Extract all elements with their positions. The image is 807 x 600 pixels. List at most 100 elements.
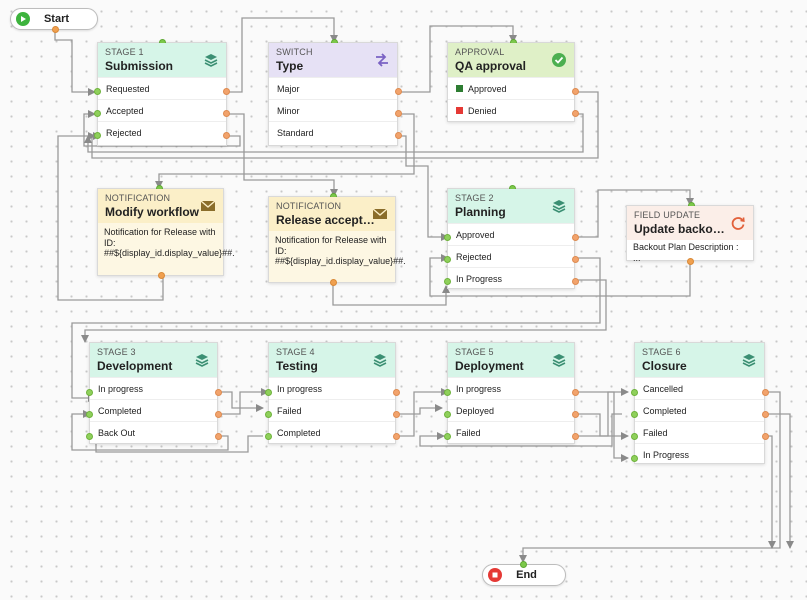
input-port[interactable] <box>86 433 93 440</box>
input-port[interactable] <box>444 433 451 440</box>
input-port[interactable] <box>631 455 638 462</box>
layers-icon <box>552 354 566 367</box>
input-port[interactable] <box>265 389 272 396</box>
notification-modify-workflow-node[interactable]: NOTIFICATION Modify workflow Notificatio… <box>97 185 235 279</box>
node-title: Development <box>97 359 173 373</box>
output-port[interactable] <box>393 411 400 418</box>
output-port[interactable] <box>572 256 579 263</box>
input-port[interactable] <box>444 389 451 396</box>
node-header: STAGE 1 Submission <box>98 43 226 77</box>
connector <box>54 30 96 96</box>
branch-label: Requested <box>106 83 150 94</box>
output-port[interactable] <box>215 389 222 396</box>
stage1-node[interactable]: STAGE 1 Submission Requested Accepted Re… <box>94 39 230 146</box>
notification-release-accepted-node[interactable]: NOTIFICATION Release accepted Notificati… <box>268 193 406 286</box>
branch-completed[interactable]: Completed <box>635 399 764 421</box>
output-port[interactable] <box>762 389 769 396</box>
branch-in-progress[interactable]: In Progress <box>635 443 764 465</box>
input-port[interactable] <box>94 110 101 117</box>
output-port[interactable] <box>762 411 769 418</box>
node-subtitle: NOTIFICATION <box>105 193 171 203</box>
branch-requested[interactable]: Requested <box>98 77 226 99</box>
node-header: STAGE 2 Planning <box>448 189 574 223</box>
connector <box>81 279 607 343</box>
output-port[interactable] <box>572 389 579 396</box>
switch-node[interactable]: SWITCH Type Major Minor Standard <box>268 39 402 146</box>
stage2-node[interactable]: STAGE 2 Planning Approved Rejected In Pr… <box>444 185 579 289</box>
start-node[interactable]: Start <box>10 8 98 33</box>
stage4-node[interactable]: STAGE 4 Testing In progress Failed Compl… <box>265 342 400 444</box>
branch-cancelled[interactable]: Cancelled <box>635 377 764 399</box>
branch-label: Minor <box>277 105 300 116</box>
output-port[interactable] <box>572 411 579 418</box>
output-port[interactable] <box>395 132 402 139</box>
output-port[interactable] <box>393 433 400 440</box>
output-port[interactable] <box>395 88 402 95</box>
input-port[interactable] <box>631 389 638 396</box>
output-port[interactable] <box>223 88 230 95</box>
branch-minor[interactable]: Minor <box>269 99 397 121</box>
branch-label: Denied <box>468 105 497 116</box>
output-port[interactable] <box>330 279 337 286</box>
branch-approved[interactable]: Approved <box>448 77 574 99</box>
input-port[interactable] <box>631 411 638 418</box>
approval-node[interactable]: APPROVAL QA approval Approved Denied <box>447 39 579 122</box>
stage3-node[interactable]: STAGE 3 Development In progress Complete… <box>86 342 222 444</box>
input-port[interactable] <box>444 234 451 241</box>
output-port[interactable] <box>223 132 230 139</box>
branch-deployed[interactable]: Deployed <box>448 399 574 421</box>
input-port[interactable] <box>86 411 93 418</box>
output-port[interactable] <box>215 433 222 440</box>
branch-back-out[interactable]: Back Out <box>90 421 217 443</box>
branch-completed[interactable]: Completed <box>269 421 395 443</box>
branch-label: Standard <box>277 127 314 138</box>
output-port[interactable] <box>215 411 222 418</box>
output-port[interactable] <box>395 110 402 117</box>
branch-denied[interactable]: Denied <box>448 99 574 121</box>
stage6-node[interactable]: STAGE 6 Closure Cancelled Completed Fail… <box>631 342 769 465</box>
input-port[interactable] <box>444 411 451 418</box>
branch-completed[interactable]: Completed <box>90 399 217 421</box>
output-port[interactable] <box>572 88 579 95</box>
output-port[interactable] <box>572 278 579 285</box>
branch-label: In Progress <box>643 449 690 460</box>
branch-label: Failed <box>277 405 302 416</box>
play-icon <box>16 12 30 26</box>
output-port[interactable] <box>393 389 400 396</box>
branch-rejected[interactable]: Rejected <box>448 245 574 267</box>
branch-standard[interactable]: Standard <box>269 121 397 143</box>
output-port[interactable] <box>762 433 769 440</box>
input-port[interactable] <box>444 256 451 263</box>
branch-accepted[interactable]: Accepted <box>98 99 226 121</box>
output-port[interactable] <box>52 26 59 33</box>
input-port[interactable] <box>265 433 272 440</box>
branch-failed[interactable]: Failed <box>448 421 574 443</box>
branch-major[interactable]: Major <box>269 77 397 99</box>
output-port[interactable] <box>572 234 579 241</box>
output-port[interactable] <box>158 272 165 279</box>
output-port[interactable] <box>687 258 694 265</box>
stage5-node[interactable]: STAGE 5 Deployment In progress Deployed … <box>444 342 579 444</box>
input-port[interactable] <box>631 433 638 440</box>
branch-in-progress[interactable]: In progress <box>269 377 395 399</box>
output-port[interactable] <box>572 110 579 117</box>
input-port[interactable] <box>520 561 527 568</box>
branch-in-progress[interactable]: In progress <box>90 377 217 399</box>
node-subtitle: STAGE 1 <box>105 47 144 57</box>
output-port[interactable] <box>223 110 230 117</box>
output-port[interactable] <box>572 433 579 440</box>
input-port[interactable] <box>94 132 101 139</box>
branch-in-progress[interactable]: In Progress <box>448 267 574 289</box>
branch-rejected[interactable]: Rejected <box>98 121 226 143</box>
input-port[interactable] <box>444 278 451 285</box>
input-port[interactable] <box>86 389 93 396</box>
input-port[interactable] <box>265 411 272 418</box>
input-port[interactable] <box>94 88 101 95</box>
field-update-node[interactable]: FIELD UPDATE Update backout p... Backout… <box>626 202 754 265</box>
branch-failed[interactable]: Failed <box>269 399 395 421</box>
end-node[interactable]: End <box>482 561 566 586</box>
branch-approved[interactable]: Approved <box>448 223 574 245</box>
branch-failed[interactable]: Failed <box>635 421 764 443</box>
node-subtitle: STAGE 4 <box>276 347 315 357</box>
branch-in-progress[interactable]: In progress <box>448 377 574 399</box>
